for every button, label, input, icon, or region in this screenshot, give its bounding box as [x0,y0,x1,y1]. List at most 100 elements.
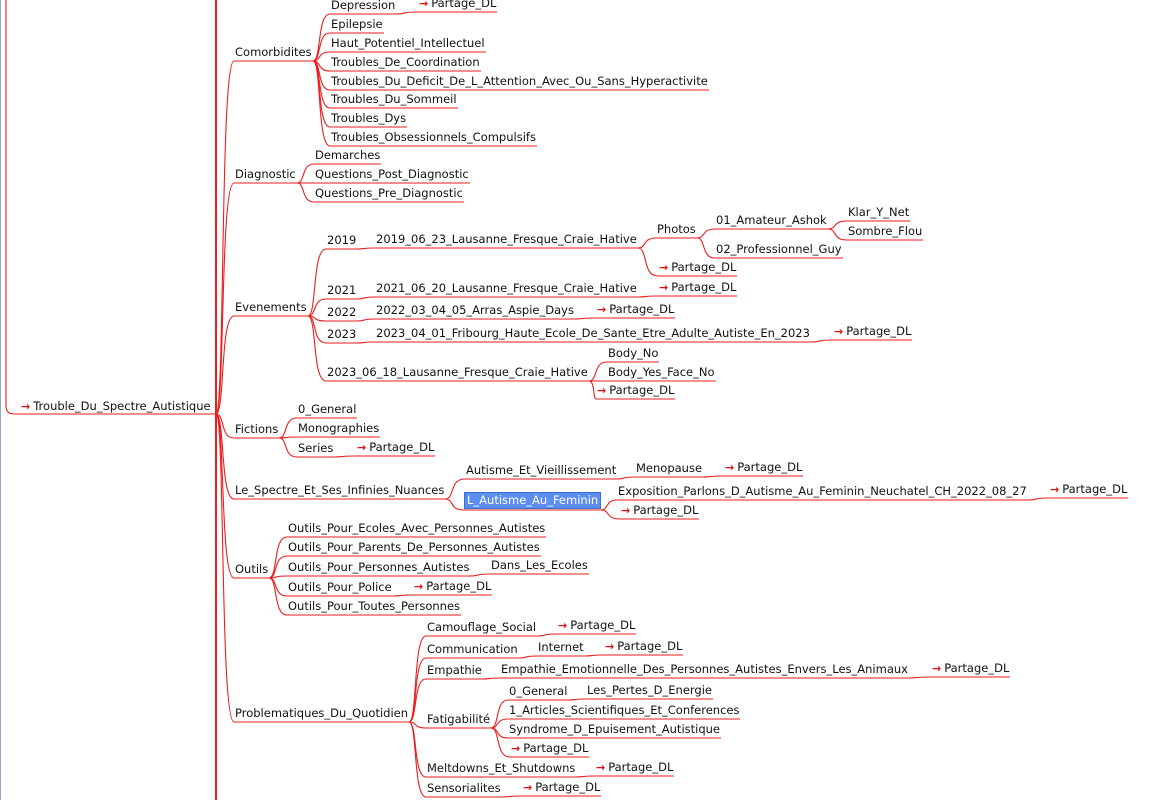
node-label: Troubles_Du_Sommeil [331,92,457,106]
link-arrow-icon: → [419,0,429,10]
node-comorbidites[interactable]: Comorbidites [234,45,313,60]
node-label: 2022_03_04_05_Arras_Aspie_Days [376,303,574,317]
node-monographies[interactable]: Monographies [297,421,380,436]
node-o-ecoles[interactable]: Outils_Pour_Ecoles_Avec_Personnes_Autist… [287,521,546,536]
node-spectre[interactable]: Le_Spectre_Et_Ses_Infinies_Nuances [234,483,445,498]
node-o-personnes[interactable]: Outils_Pour_Personnes_Autistes [287,560,470,575]
node-body-no[interactable]: Body_No [607,346,659,361]
node-coord[interactable]: Troubles_De_Coordination [330,55,481,70]
node-tdah[interactable]: Troubles_Du_Deficit_De_L_Attention_Avec_… [330,74,709,89]
branch-connector [501,795,523,798]
node-diagnostic[interactable]: Diagnostic [234,167,297,182]
node-ev2022-link[interactable]: →Partage_DL [596,302,675,317]
node-l-autisme-au-feminin[interactable]: L_Autisme_Au_Feminin [464,492,602,509]
node-q-post[interactable]: Questions_Post_Diagnostic [314,167,470,182]
node-communication[interactable]: Communication [426,642,519,657]
node-ev2023b[interactable]: 2023_06_18_Lausanne_Fresque_Craie_Hative [326,365,589,380]
node-series-link[interactable]: →Partage_DL [356,440,435,455]
node-label: Partage_DL [431,0,497,10]
node-vieillissement[interactable]: Autisme_Et_Vieillissement [465,463,617,478]
branch-connector [268,555,288,579]
node-expo[interactable]: Exposition_Parlons_D_Autisme_Au_Feminin_… [617,484,1028,499]
node-menopause-link[interactable]: →Partage_DL [724,460,803,475]
node-fatigabilite[interactable]: Fatigabilité [426,712,491,727]
node-articles[interactable]: 1_Articles_Scientifiques_Et_Conferences [508,703,740,718]
node-label: Monographies [298,421,380,435]
node-camouflage-link[interactable]: →Partage_DL [557,618,636,633]
node-y2021[interactable]: 2021 [326,283,357,298]
node-q-pre[interactable]: Questions_Pre_Diagnostic [314,186,464,201]
node-empathie-em[interactable]: Empathie_Emotionnelle_Des_Personnes_Auti… [500,662,909,677]
node-label: Autisme_Et_Vieillissement [466,463,617,477]
node-dys[interactable]: Troubles_Dys [330,111,407,126]
node-ev2022[interactable]: 2022_03_04_05_Arras_Aspie_Days [375,303,575,318]
node-meltdowns[interactable]: Meltdowns_Et_Shutdowns [426,761,576,776]
link-arrow-icon: → [511,742,521,755]
node-label: Partage_DL [671,280,737,294]
node-label: L_Autisme_Au_Feminin [467,493,599,507]
node-dans-ecoles[interactable]: Dans_Les_Ecoles [490,558,589,573]
node-epilepsie[interactable]: Epilepsie [330,17,384,32]
node-sombre[interactable]: Sombre_Flou [847,224,923,239]
node-empathie-link[interactable]: →Partage_DL [931,661,1010,676]
node-sensorialites-link[interactable]: →Partage_DL [522,780,601,795]
node-ev2023-link[interactable]: →Partage_DL [833,324,912,339]
node-problematiques[interactable]: Problematiques_Du_Quotidien [234,706,409,721]
node-pro[interactable]: 02_Professionnel_Guy [715,242,843,257]
node-root[interactable]: →Trouble_Du_Spectre_Autistique [20,399,212,414]
node-o-toutes[interactable]: Outils_Pour_Toutes_Personnes [287,599,461,614]
node-depression[interactable]: Depression [330,0,396,13]
node-camouflage[interactable]: Camouflage_Social [426,620,537,635]
link-arrow-icon: → [834,325,844,338]
node-ev2023b-link[interactable]: →Partage_DL [596,383,675,398]
branch-connector [215,182,235,415]
node-label: Partage_DL [570,618,636,632]
node-ev2021[interactable]: 2021_06_20_Lausanne_Fresque_Craie_Hative [375,281,638,296]
node-label: Partage_DL [369,440,435,454]
node-pertes[interactable]: Les_Pertes_D_Energie [586,683,713,698]
node-series[interactable]: Series [297,441,334,456]
node-fat-link[interactable]: →Partage_DL [510,741,589,756]
node-syndrome[interactable]: Syndrome_D_Epuisement_Autistique [508,722,721,737]
node-label: Outils_Pour_Police [288,580,392,594]
node-empathie[interactable]: Empathie [426,663,483,678]
node-ev2023[interactable]: 2023_04_01_Fribourg_Haute_Ecole_De_Sante… [375,326,811,341]
node-expo-link[interactable]: →Partage_DL [1049,482,1128,497]
node-photos[interactable]: Photos [656,222,697,237]
node-toc[interactable]: Troubles_Obsessionnels_Compulsifs [330,130,537,145]
node-evenements[interactable]: Evenements [234,300,308,315]
node-feminin-link[interactable]: →Partage_DL [620,503,699,518]
node-general[interactable]: 0_General [297,402,357,417]
node-sommeil[interactable]: Troubles_Du_Sommeil [330,92,458,107]
node-label: Body_No [608,346,659,360]
node-internet-link[interactable]: →Partage_DL [604,639,683,654]
node-klar[interactable]: Klar_Y_Net [847,205,910,220]
node-amateur[interactable]: 01_Amateur_Ashok [715,213,828,228]
node-outils[interactable]: Outils [234,562,269,577]
node-o-police[interactable]: Outils_Pour_Police [287,580,393,595]
node-y2022[interactable]: 2022 [326,305,357,320]
node-police-link[interactable]: →Partage_DL [413,579,492,594]
node-label: Menopause [636,461,703,475]
node-demarches[interactable]: Demarches [314,148,381,163]
node-sensorialites[interactable]: Sensorialites [426,781,502,796]
node-menopause[interactable]: Menopause [635,461,703,476]
node-ev2021-link[interactable]: →Partage_DL [658,280,737,295]
node-y2023[interactable]: 2023 [326,327,357,342]
node-internet[interactable]: Internet [537,640,585,655]
node-fat-general[interactable]: 0_General [508,684,568,699]
branch-connector [574,317,597,320]
node-depression-link[interactable]: →Partage_DL [418,0,497,11]
node-y2019[interactable]: 2019 [326,233,357,248]
node-ev2019[interactable]: 2019_06_23_Lausanne_Fresque_Craie_Hative [375,232,638,247]
node-o-parents[interactable]: Outils_Pour_Parents_De_Personnes_Autiste… [287,540,541,555]
node-label: Empathie [427,663,482,677]
node-label: Comorbidites [235,45,312,59]
node-fictions[interactable]: Fictions [234,422,279,437]
node-ev2019-link[interactable]: →Partage_DL [658,260,737,275]
node-meltdowns-link[interactable]: →Partage_DL [595,760,674,775]
branch-connector [518,655,538,659]
node-label: Troubles_De_Coordination [331,55,480,69]
node-body-yes[interactable]: Body_Yes_Face_No [607,365,716,380]
node-hpi[interactable]: Haut_Potentiel_Intellectuel [330,36,486,51]
